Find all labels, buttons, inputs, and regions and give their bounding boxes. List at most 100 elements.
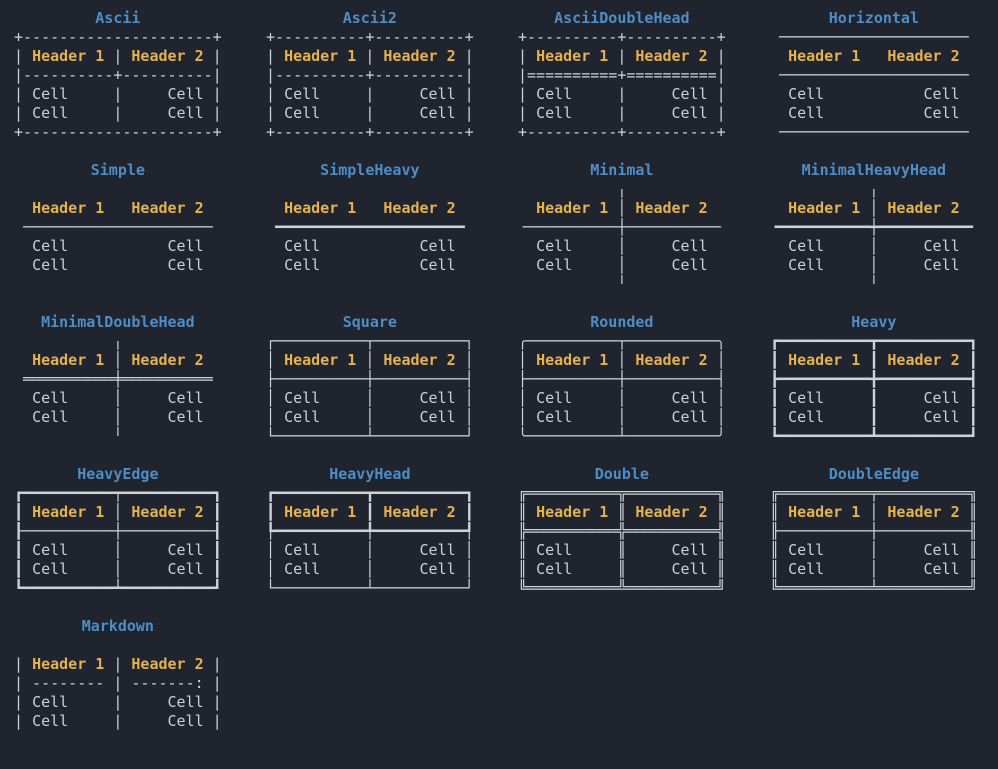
table-line: Cell │ Cell xyxy=(770,237,978,256)
border-text xyxy=(14,237,32,255)
table-line: ┡━━━━━━━━━━╇━━━━━━━━━━┩ xyxy=(266,522,474,541)
border-text: ───────────────────── xyxy=(770,66,978,84)
table-line: ║ Cell ║ Cell ║ xyxy=(518,560,726,579)
border-text xyxy=(770,85,788,103)
header-text: Header 1 xyxy=(788,503,860,521)
border-text: +----------+----------+ xyxy=(518,28,726,46)
table-line: | Cell | Cell | xyxy=(518,85,726,104)
table-line: ┣━━━━━━━━━━╋━━━━━━━━━━┫ xyxy=(770,370,978,389)
border-text: | xyxy=(456,47,474,65)
border-text: ╰──────────┴──────────╯ xyxy=(518,427,726,445)
header-text: Header 1 xyxy=(788,351,860,369)
border-text: │ xyxy=(320,389,419,407)
table-title: Ascii xyxy=(14,9,222,28)
border-text: | xyxy=(204,104,222,122)
table-line: ┃ Cell │ Cell ┃ xyxy=(14,541,222,560)
table-line: +----------+----------+ xyxy=(518,28,726,47)
border-text: │ xyxy=(708,389,726,407)
border-text: ┠──────────┼──────────┨ xyxy=(14,522,222,540)
header-text: Header 1 xyxy=(284,351,356,369)
border-text: ╚══════════╩══════════╝ xyxy=(518,579,726,597)
table-line: | Cell | Cell | xyxy=(518,104,726,123)
cell-text: Cell xyxy=(420,541,456,559)
border-text: │ xyxy=(68,389,167,407)
border-text: | xyxy=(456,104,474,122)
table-minimal: Minimal ╷ Header 1 │ Header 2 ╶─────────… xyxy=(518,161,726,313)
cell-text: Cell xyxy=(536,256,572,274)
header-text: Header 2 xyxy=(635,47,707,65)
border-text xyxy=(266,199,284,217)
border-text: │ xyxy=(572,408,671,426)
cell-text: Cell xyxy=(420,389,456,407)
table-line xyxy=(14,180,222,199)
border-text: ┏━━━━━━━━━━┳━━━━━━━━━━┓ xyxy=(266,484,474,502)
cell-text: Cell xyxy=(536,389,572,407)
cell-text: Cell xyxy=(32,560,68,578)
table-line: ┃ Cell │ Cell ┃ xyxy=(14,560,222,579)
border-text: │ xyxy=(320,560,419,578)
table-line: ══════════╪══════════ xyxy=(14,370,222,389)
table-title: MinimalHeavyHead xyxy=(770,161,978,180)
cell-text: Cell xyxy=(536,104,572,122)
table-title: Markdown xyxy=(14,617,222,636)
header-text: Header 2 xyxy=(383,199,455,217)
cell-text: Cell xyxy=(284,104,320,122)
border-text: ┃ xyxy=(824,389,923,407)
table-line: ━━━━━━━━━━━━━━━━━━━━━ xyxy=(266,218,474,237)
border-text xyxy=(960,104,978,122)
cell-text: Cell xyxy=(168,237,204,255)
table-line: ╟──────────┼──────────╢ xyxy=(770,522,978,541)
border-text: | xyxy=(266,104,284,122)
border-text xyxy=(708,199,726,217)
cell-text: Cell xyxy=(168,256,204,274)
header-text: Header 1 xyxy=(32,199,104,217)
table-line: ╷ xyxy=(770,180,978,199)
table-markdown: Markdown | Header 1 | Header 2 || ------… xyxy=(14,617,222,769)
header-text: Header 1 xyxy=(536,47,608,65)
table-line: Cell Cell xyxy=(266,237,474,256)
cell-text: Cell xyxy=(32,408,68,426)
border-text: │ xyxy=(572,389,671,407)
border-text: | xyxy=(14,712,32,730)
border-text: ┏━━━━━━━━━━┯━━━━━━━━━━┓ xyxy=(14,484,222,502)
border-text: ───────────────────── xyxy=(770,28,978,46)
border-text xyxy=(770,237,788,255)
cell-text: Cell xyxy=(924,560,960,578)
border-text: │ xyxy=(456,408,474,426)
cell-text: Cell xyxy=(168,541,204,559)
table-line: +----------+----------+ xyxy=(266,28,474,47)
table-line: | Cell | Cell | xyxy=(14,85,222,104)
table-title: MinimalDoubleHead xyxy=(14,313,222,332)
border-text xyxy=(68,237,167,255)
table-line: └──────────┴──────────┘ xyxy=(266,427,474,446)
border-text: ━━━━━━━━━━━━━━━━━━━━━ xyxy=(266,218,474,236)
cell-text: Cell xyxy=(924,541,960,559)
header-text: Header 1 xyxy=(788,199,860,217)
border-text: │ xyxy=(824,256,923,274)
border-text: ║ xyxy=(960,503,978,521)
border-text: | xyxy=(14,655,32,673)
header-text: Header 1 xyxy=(32,47,104,65)
border-text: ║ xyxy=(572,560,671,578)
border-text: │ xyxy=(104,503,131,521)
table-line: │ Header 1 │ Header 2 │ xyxy=(266,351,474,370)
border-text: │ xyxy=(456,389,474,407)
table-line: Cell │ Cell xyxy=(14,389,222,408)
header-text: Header 2 xyxy=(887,47,959,65)
border-text: | xyxy=(518,47,536,65)
cell-text: Cell xyxy=(536,85,572,103)
border-text xyxy=(456,199,474,217)
table-line: Cell Cell xyxy=(14,256,222,275)
header-text: Header 1 xyxy=(284,199,356,217)
border-text: ║ xyxy=(608,503,635,521)
table-line: |==========+==========| xyxy=(518,66,726,85)
table-line: ───────────────────── xyxy=(770,28,978,47)
cell-text: Cell xyxy=(420,560,456,578)
border-text xyxy=(204,199,222,217)
border-text: |----------+----------| xyxy=(266,66,474,84)
border-text: ┃ xyxy=(824,408,923,426)
header-text: Header 2 xyxy=(383,503,455,521)
table-title: Minimal xyxy=(518,161,726,180)
border-text: ┃ xyxy=(770,389,788,407)
border-text: ┗━━━━━━━━━━┻━━━━━━━━━━┛ xyxy=(770,427,978,445)
